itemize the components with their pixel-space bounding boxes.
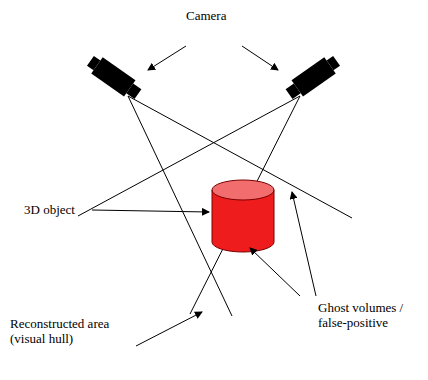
- cylinder-object: [212, 180, 274, 252]
- left-camera: [85, 53, 144, 103]
- hull-label: Reconstructed area (visual hull): [10, 316, 114, 346]
- object-label: 3D object: [24, 202, 94, 217]
- camera-label: Camera: [186, 8, 256, 23]
- camera-pointer: [148, 46, 186, 70]
- leader-line: [250, 248, 300, 296]
- right-camera: [283, 53, 342, 103]
- leader-line: [92, 210, 209, 212]
- view-rays: [78, 96, 352, 316]
- camera-pointer: [242, 46, 278, 70]
- ghost-label: Ghost volumes / false-positive: [318, 300, 422, 330]
- leader-line: [136, 312, 202, 346]
- leader-line: [292, 192, 316, 296]
